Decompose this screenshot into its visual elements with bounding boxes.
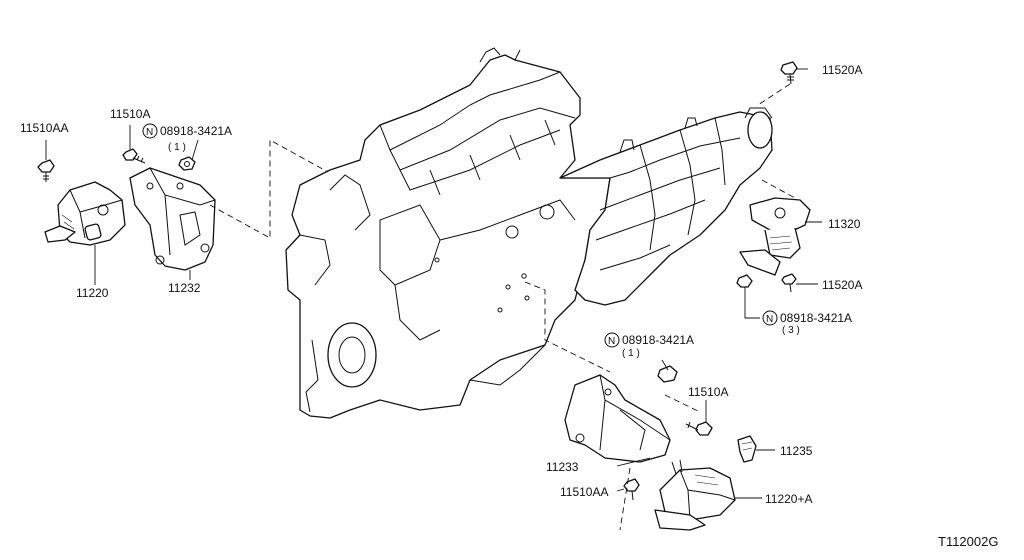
circled-n-letter: N: [146, 127, 153, 138]
label-11520A-upper: 11520A: [822, 63, 862, 77]
label-08918-lower: 08918-3421A: [622, 333, 694, 347]
label-11232: 11232: [168, 281, 201, 295]
label-11235: 11235: [780, 444, 813, 458]
engine-mount-insulator-11220: [44, 181, 126, 246]
assembly-line-lower-2: [619, 467, 631, 531]
circled-n-icon: [762, 310, 778, 326]
engine-mount-bracket-11232: [129, 167, 216, 271]
transmission: [559, 107, 773, 306]
label-11220: 11220: [76, 286, 109, 300]
circled-n-letter: N: [766, 314, 773, 325]
label-11510AA-left: 11510AA: [20, 121, 69, 135]
assembly-line-11233: [664, 394, 701, 413]
rear-mount-insulator-11320: [739, 197, 811, 276]
circled-n-letter: N: [608, 336, 615, 347]
label-11510A-right: 11510A: [688, 385, 728, 399]
label-11520A-lower: 11520A: [822, 278, 862, 292]
assembly-line-rear-top: [757, 83, 791, 106]
assembly-line-left: [209, 139, 329, 239]
label-08918-left: 08918-3421A: [160, 124, 232, 138]
label-11510AA-lower: 11510AA: [560, 485, 609, 499]
engine-mount-insulator-11220A: [654, 459, 736, 531]
label-11233: 11233: [546, 460, 579, 474]
assembly-line-rear-bottom: [761, 179, 796, 199]
label-11510A-left: 11510A: [110, 107, 150, 121]
nut-08918-lower: [657, 365, 678, 383]
nut-08918-rear: [736, 274, 753, 288]
nut-08918-upper-left: [178, 156, 196, 171]
label-11320: 11320: [828, 217, 861, 231]
label-08918-left-qty: ( 1 ): [168, 142, 186, 153]
bolt-11520A-upper: [780, 61, 798, 85]
bolt-11520A-lower: [781, 273, 797, 293]
diagram-code: T112002G: [938, 534, 998, 549]
label-08918-rear: 08918-3421A: [780, 311, 852, 325]
circled-n-icon: [604, 332, 620, 348]
engine-block: [285, 47, 611, 419]
bolt-11510A-upper-left: [122, 148, 146, 164]
engine-mount-bracket-11233: [564, 374, 671, 463]
bolt-11510A-lower-right: [685, 421, 713, 436]
bolt-11510AA-left: [37, 159, 55, 182]
circled-n-icon: [142, 123, 158, 139]
heat-insulator-11235: [737, 435, 757, 463]
assembly-line-lower: [524, 281, 611, 373]
label-08918-rear-qty: ( 3 ): [782, 325, 800, 336]
label-08918-lower-qty: ( 1 ): [622, 348, 640, 359]
label-11220A: 11220+A: [765, 492, 813, 506]
